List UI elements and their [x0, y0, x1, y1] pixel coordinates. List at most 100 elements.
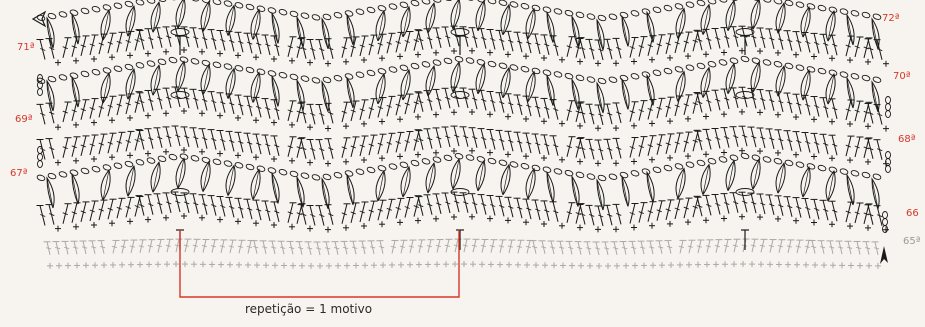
chain-stitch [520, 2, 529, 9]
treble-bar [649, 247, 654, 248]
chain-stitch [344, 73, 353, 80]
chain-stitch [300, 12, 309, 19]
treble-bar [166, 245, 171, 246]
chain-stitch [223, 63, 232, 70]
chain-stitch [377, 5, 386, 12]
chain-stitch [58, 74, 67, 81]
puff-stitch [751, 159, 760, 189]
chain-stitch [784, 0, 793, 7]
chain-stitch [344, 10, 353, 17]
chain-stitch [762, 59, 771, 66]
puff-stitch [201, 2, 210, 32]
chain-stitch [575, 74, 584, 81]
chain-stitch [817, 67, 826, 74]
chain-stitch [707, 60, 716, 67]
chain-stitch [223, 0, 232, 7]
chain-stitch [190, 155, 199, 162]
treble-bar [778, 246, 783, 247]
chain-stitch [69, 169, 78, 176]
puff-stitch [476, 64, 485, 94]
chain-stitch [36, 174, 45, 181]
treble-bar [211, 246, 216, 247]
chain-stitch [729, 57, 738, 64]
chain-stitch [575, 11, 584, 18]
treble-bar [490, 246, 495, 247]
chain-stitch [707, 157, 716, 164]
chain-stitch [886, 166, 891, 173]
chain-stitch [597, 14, 606, 21]
chain-stitch [171, 29, 189, 36]
chain-stitch [817, 4, 826, 11]
chain-stitch [135, 0, 144, 6]
chain-stitch [685, 1, 694, 8]
chain-stitch [443, 0, 452, 2]
chain-stitch [366, 69, 375, 76]
chain-stitch [366, 166, 375, 173]
chain-stitch [641, 8, 650, 15]
chain-stitch [773, 60, 782, 67]
puff-stitch [376, 11, 385, 41]
chain-stitch [542, 69, 551, 76]
chain-stitch [641, 168, 650, 175]
treble-bar [604, 248, 609, 249]
chain-stitch [641, 71, 650, 78]
row-label-65: 65ª [903, 236, 921, 247]
chain-stitch [575, 171, 584, 178]
chain-stitch [410, 0, 419, 7]
treble-bar [805, 246, 810, 247]
chain-stitch [300, 172, 309, 179]
chain-stitch [234, 2, 243, 9]
treble-bar [262, 247, 267, 248]
chain-stitch [135, 62, 144, 69]
treble-bar [541, 247, 546, 248]
chain-stitch [366, 6, 375, 13]
chain-stitch [399, 161, 408, 168]
puff-stitch [126, 69, 135, 99]
chain-stitch [80, 167, 89, 174]
chain-stitch [520, 162, 529, 169]
chain-stitch [498, 62, 507, 69]
chain-stitch [509, 1, 518, 8]
puff-stitch [726, 161, 735, 191]
puff-stitch [376, 171, 385, 201]
chain-stitch [234, 162, 243, 169]
puff-stitch [501, 68, 510, 98]
row-label-72: 72ª [882, 13, 900, 24]
chain-stitch [509, 64, 518, 71]
treble-bar [613, 248, 618, 249]
chain-stitch [685, 161, 694, 168]
chain-stitch [718, 59, 727, 66]
treble-bar [46, 248, 51, 249]
chain-stitch [421, 0, 430, 5]
chain-stitch [465, 0, 474, 1]
treble-bar [847, 247, 852, 248]
treble-bar [508, 246, 513, 247]
treble-bar [280, 247, 285, 248]
chain-stitch [47, 172, 56, 179]
treble-bar [400, 246, 405, 247]
chain-stitch [674, 163, 683, 170]
chain-stitch [828, 69, 837, 76]
treble-bar [427, 246, 432, 247]
chain-stitch [619, 74, 628, 81]
treble-bar [568, 247, 573, 248]
puff-stitch [676, 9, 685, 39]
puff-stitch [676, 72, 685, 102]
chain-stitch [113, 65, 122, 72]
puff-stitch [476, 161, 485, 191]
treble-bar [148, 246, 153, 247]
chain-stitch [278, 8, 287, 15]
chain-stitch [886, 152, 891, 159]
chain-stitch [886, 104, 891, 111]
chain-stitch [751, 57, 760, 64]
chain-stitch [300, 75, 309, 82]
chain-stitch [465, 57, 474, 64]
chain-stitch [872, 173, 881, 180]
chain-stitch [47, 75, 56, 82]
treble-bar [409, 246, 414, 247]
treble-bar [715, 245, 720, 246]
chain-stitch [674, 3, 683, 10]
chain-stitch [38, 89, 43, 96]
chain-stitch [740, 55, 749, 62]
